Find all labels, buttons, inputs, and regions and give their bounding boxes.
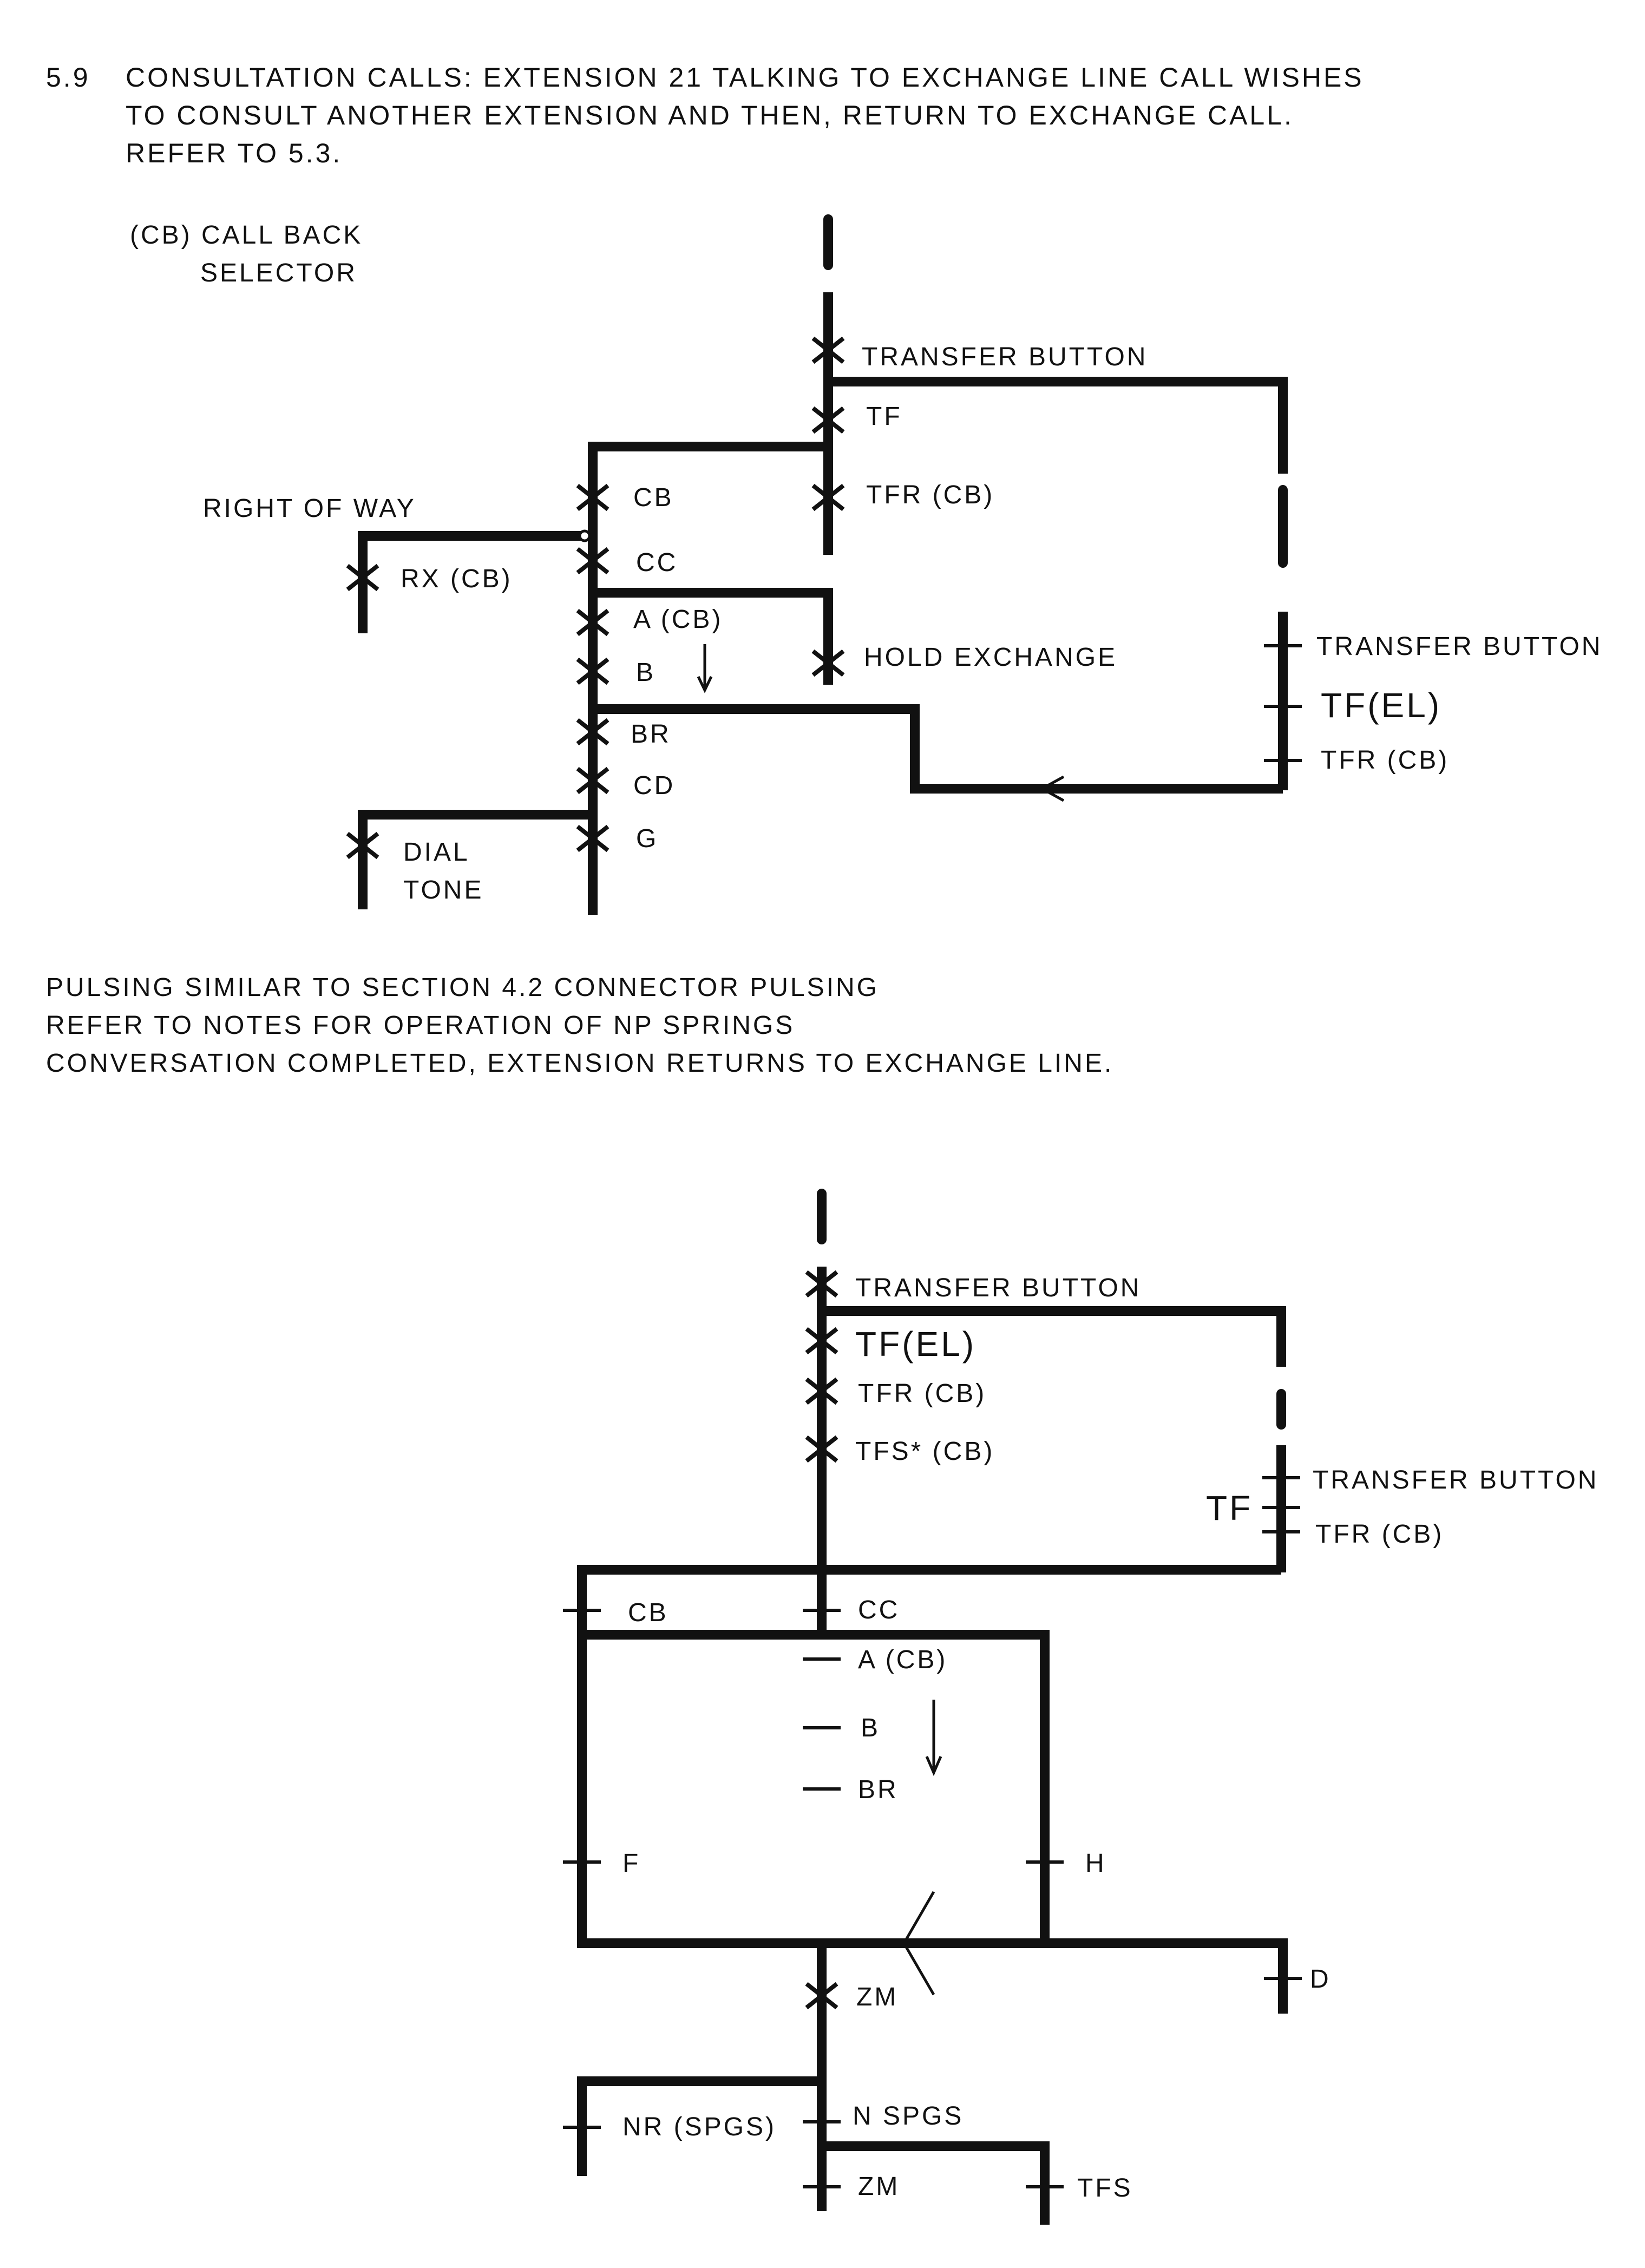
wire [358,810,593,909]
wire [1045,1938,1288,2014]
wire [593,588,833,685]
label-tfs-cb: TFS* (CB) [855,1437,994,1466]
make-contact [576,483,609,512]
label-a-cb: A (CB) [633,605,723,634]
label-transfer-button: TRANSFER BUTTON [855,1274,1141,1302]
label-hold-exchange: HOLD EXCHANGE [864,643,1117,672]
label-transfer-button-right: TRANSFER BUTTON [1313,1466,1598,1494]
make-contact [576,608,609,637]
section-header: 5.9 CONSULTATION CALLS: EXTENSION 21 TAL… [46,62,1364,168]
header-line-1: CONSULTATION CALLS: EXTENSION 21 TALKING… [126,62,1364,93]
ticks [1264,644,1302,762]
label-tone: TONE [403,876,483,904]
make-contact [346,563,379,592]
label-tf-el-right: TF(EL) [1321,686,1441,725]
label-n-spgs: N SPGS [853,2102,964,2131]
label-cd: CD [633,771,675,800]
label-tfr-cb-right: TFR (CB) [1315,1520,1444,1549]
label-cc: CC [636,548,678,577]
note-line-3: CONVERSATION COMPLETED, EXTENSION RETURN… [46,1049,1113,1078]
label-tfr-cb: TFR (CB) [858,1379,986,1408]
label-br: BR [858,1775,899,1804]
label-tfr-cb: TFR (CB) [866,481,994,509]
label-nr-spgs: NR (SPGS) [622,2113,776,2141]
label-cc: CC [858,1596,900,1624]
label-g: G [636,824,658,853]
note-line-2: REFER TO NOTES FOR OPERATION OF NP SPRIN… [46,1011,795,1040]
label-a-cb: A (CB) [858,1646,947,1674]
crosses [805,1270,838,2010]
ticks [563,1476,1302,2188]
make-contact [805,1270,838,1298]
make-contact [576,657,609,685]
wire [588,442,828,915]
diagram-2: TRANSFER BUTTON TF(EL) TFR (CB) TFS* (CB… [563,1189,1598,2225]
label-tf: TF [866,402,902,431]
direction-arrow [902,1891,935,1996]
make-contact [346,831,379,860]
label-transfer-button: TRANSFER BUTTON [862,343,1148,371]
label-d: D [1310,1965,1331,1994]
down-arrow-head [697,676,713,693]
make-contact [805,1327,838,1355]
make-contact [811,649,845,677]
make-contact [805,1377,838,1405]
label-b: B [861,1714,880,1742]
label-cb: CB [633,483,674,512]
make-contact [576,824,609,853]
diagram-1: (CB) CALL BACK SELECTOR [130,214,1602,915]
label-tfr-cb-right: TFR (CB) [1321,746,1449,775]
label-zm-top: ZM [856,1983,898,2011]
direction-arrow [1039,775,1065,802]
make-contact [811,336,845,364]
label-tf-right: TF [1206,1489,1253,1528]
make-contact [576,718,609,746]
crosses [346,336,845,860]
label-right-of-way: RIGHT OF WAY [203,494,416,523]
label-f: F [622,1849,640,1878]
label-h: H [1085,1849,1106,1878]
make-contact [576,766,609,795]
wire [822,2141,1050,2225]
header-line-3: REFER TO 5.3. [126,138,342,168]
note-line-1: PULSING SIMILAR TO SECTION 4.2 CONNECTOR… [46,973,879,1002]
section-number: 5.9 [46,62,90,93]
make-contact [811,406,845,434]
label-br: BR [631,720,671,749]
junction-dot [578,529,591,542]
label-cb: CB [628,1598,669,1627]
cb-title-line-2: SELECTOR [200,259,357,287]
header-line-2: TO CONSULT ANOTHER EXTENSION AND THEN, R… [126,100,1294,130]
make-contact [805,1435,838,1463]
wire [358,531,585,633]
notes: PULSING SIMILAR TO SECTION 4.2 CONNECTOR… [46,973,1113,1078]
down-arrow-head [925,1756,942,1777]
label-b: B [636,658,656,687]
label-tfs: TFS [1077,2174,1133,2203]
label-rx-cb: RX (CB) [401,565,513,593]
wire [822,1306,1286,1367]
wire [593,704,1283,794]
make-contact [805,1982,838,2010]
make-contact [576,547,609,575]
label-transfer-button-right: TRANSFER BUTTON [1316,632,1602,661]
make-contact [811,483,845,512]
label-zm-bottom: ZM [858,2172,900,2201]
cb-title-line-1: (CB) CALL BACK [130,221,363,250]
wire [828,377,1288,474]
label-dial: DIAL [403,838,470,867]
label-tf-el: TF(EL) [855,1325,976,1364]
wire [577,1621,1050,1948]
